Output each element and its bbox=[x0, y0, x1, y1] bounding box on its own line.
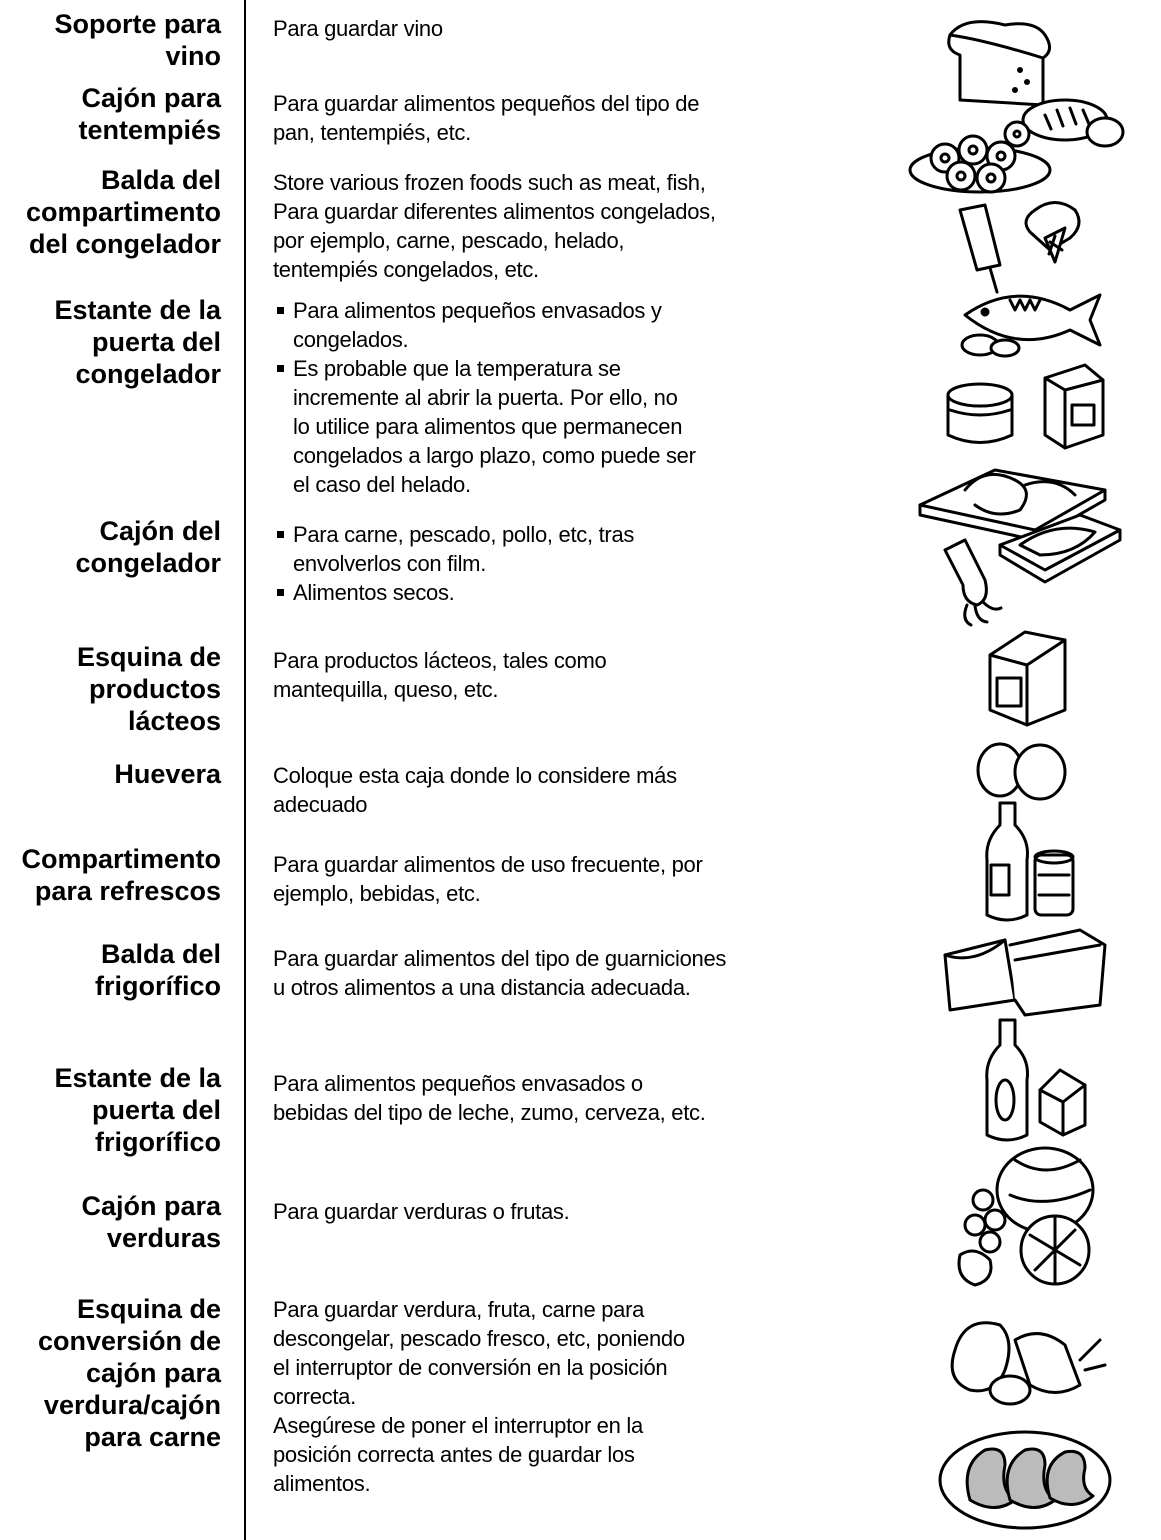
bullet-item: Para alimentos pequeños envasados y cong… bbox=[273, 296, 763, 354]
label-dairy-corner: Esquina de productos lácteos bbox=[76, 642, 221, 736]
bullet-item: Alimentos secos. bbox=[273, 578, 763, 607]
desc-wine-rack: Para guardar vino bbox=[273, 16, 443, 41]
label-fridge-door-shelf: Estante de la puerta del frigorífico bbox=[54, 1063, 221, 1157]
box-icon bbox=[1043, 363, 1105, 450]
desc-freezer-door-shelf: Para alimentos pequeños envasados y cong… bbox=[273, 296, 763, 499]
food-containers-icon bbox=[943, 928, 1107, 1017]
can-icon bbox=[946, 382, 1014, 444]
label-snack-drawer: Cajón para tentempiés bbox=[78, 83, 221, 145]
eggs-icon bbox=[976, 742, 1067, 801]
small-can-icon bbox=[1033, 849, 1075, 917]
squid-icon bbox=[943, 538, 1003, 627]
fruit-basket-icon bbox=[957, 1146, 1095, 1287]
label-drinks-compartment: Compartimento para refrescos bbox=[21, 844, 221, 906]
label-freezer-shelf: Balda del compartimento del congelador bbox=[25, 165, 221, 259]
bottle-icon bbox=[985, 1018, 1029, 1142]
fish-icon bbox=[960, 293, 1102, 358]
desc-snack-drawer: Para guardar alimentos pequeños del tipo… bbox=[273, 91, 700, 145]
bullet-item: Para carne, pescado, pollo, etc, tras en… bbox=[273, 520, 763, 578]
desc-freezer-shelf: Store various frozen foods such as meat,… bbox=[273, 170, 716, 282]
ice-cream-icon bbox=[958, 201, 1081, 294]
label-freezer-drawer: Cajón del congelador bbox=[75, 516, 221, 578]
label-conversion-corner: Esquina de conversión de cajón para verd… bbox=[37, 1294, 221, 1452]
desc-dairy-corner: Para productos lácteos, tales como mante… bbox=[273, 648, 607, 702]
bottle-icon bbox=[985, 801, 1029, 922]
label-vegetable-drawer: Cajón para verduras bbox=[81, 1191, 221, 1253]
bullet-item: Es probable que la temperatura se increm… bbox=[273, 354, 763, 499]
desc-freezer-drawer: Para carne, pescado, pollo, etc, tras en… bbox=[273, 520, 763, 607]
vegetables-icon bbox=[950, 1321, 1107, 1406]
bread-icon bbox=[947, 20, 1125, 148]
frozen-chicken-tray-icon bbox=[918, 468, 1107, 542]
column-divider bbox=[244, 0, 246, 1540]
desc-drinks-compartment: Para guardar alimentos de uso frecuente,… bbox=[273, 852, 703, 906]
meat-plate-icon bbox=[938, 1430, 1112, 1530]
desc-fridge-shelf: Para guardar alimentos del tipo de guarn… bbox=[273, 946, 727, 1000]
label-freezer-door-shelf: Estante de la puerta del congelador bbox=[54, 295, 221, 389]
food-illustrations bbox=[905, 10, 1125, 1535]
desc-vegetable-drawer: Para guardar verduras o frutas. bbox=[273, 1199, 570, 1224]
butter-box-icon bbox=[988, 630, 1067, 727]
label-wine-rack: Soporte para vino bbox=[54, 9, 221, 71]
desc-conversion-corner: Para guardar verdura, fruta, carne para … bbox=[273, 1297, 685, 1496]
milk-carton-icon bbox=[1038, 1068, 1087, 1137]
label-fridge-shelf: Balda del frigorífico bbox=[95, 939, 221, 1001]
desc-egg-box: Coloque esta caja donde lo considere más… bbox=[273, 763, 677, 817]
donuts-icon bbox=[908, 120, 1052, 194]
label-egg-box: Huevera bbox=[114, 759, 221, 789]
fish-tray-icon bbox=[998, 513, 1122, 584]
desc-fridge-door-shelf: Para alimentos pequeños envasados o bebi… bbox=[273, 1071, 706, 1125]
